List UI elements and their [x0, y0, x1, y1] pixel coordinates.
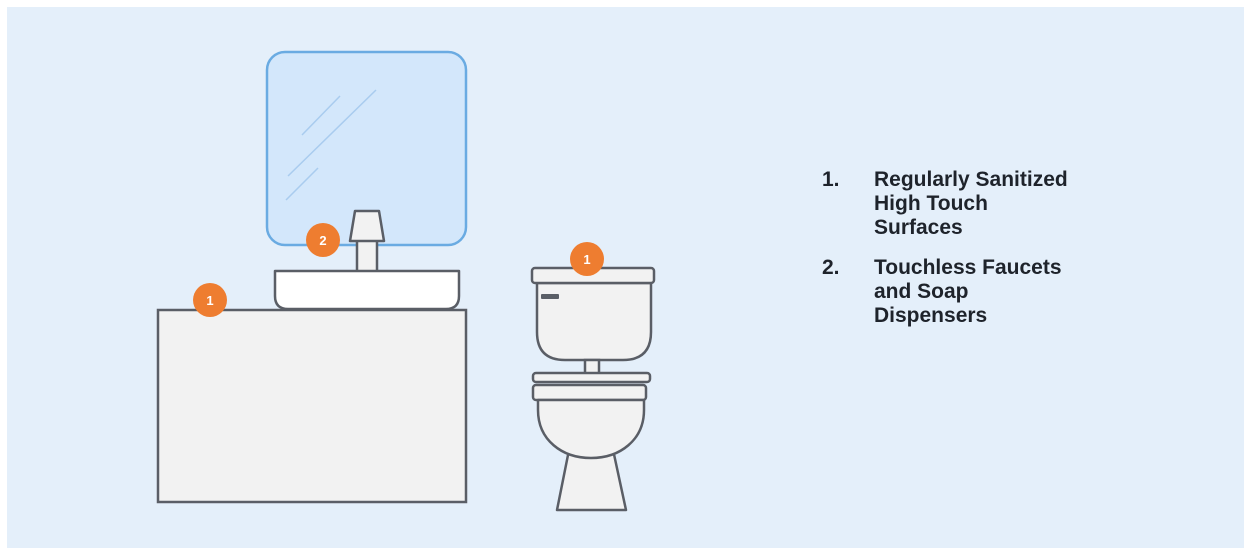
marker-badge-number: 2: [319, 233, 326, 248]
toilet-seat: [533, 385, 646, 400]
toilet-lid: [533, 373, 650, 382]
legend-item: 1. Regularly Sanitized High Touch Surfac…: [822, 168, 1082, 240]
marker-badge: 1: [193, 283, 227, 317]
marker-badge: 2: [306, 223, 340, 257]
sink-basin: [275, 271, 459, 309]
toilet: [532, 268, 654, 510]
legend-item: 2. Touchless Faucets and Soap Dispensers: [822, 256, 1082, 328]
marker-badge-number: 1: [583, 252, 590, 267]
flush-handle: [541, 294, 559, 299]
legend-item-number: 2.: [822, 256, 874, 328]
marker-badge-number: 1: [206, 293, 213, 308]
marker-badge: 1: [570, 242, 604, 276]
legend-item-number: 1.: [822, 168, 874, 240]
vanity-cabinet: [158, 310, 466, 502]
legend-item-label: Touchless Faucets and Soap Dispensers: [874, 256, 1082, 328]
touchless-faucet: [350, 211, 384, 273]
toilet-bowl: [538, 400, 644, 458]
feature-legend: 1. Regularly Sanitized High Touch Surfac…: [822, 168, 1082, 344]
legend-item-label: Regularly Sanitized High Touch Surfaces: [874, 168, 1082, 240]
